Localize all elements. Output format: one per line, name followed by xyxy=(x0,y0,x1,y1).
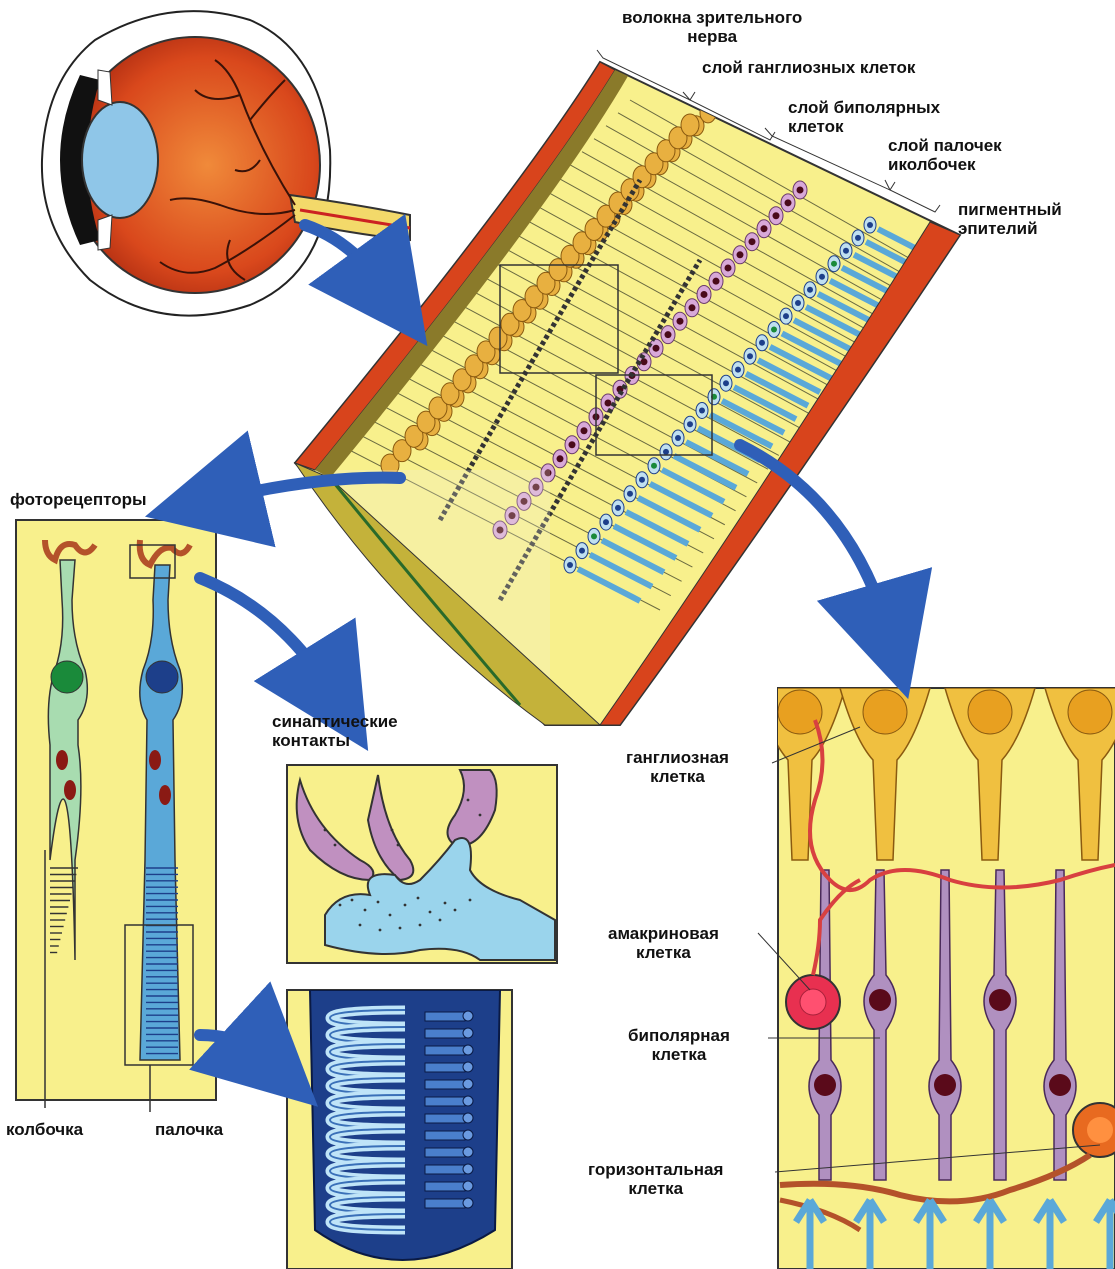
label-ganglion-layer: слой ганглиозных клеток xyxy=(702,58,915,77)
retina-cells-panel xyxy=(755,688,1115,1269)
label-bipolar-layer: слой биполярных клеток xyxy=(788,98,940,136)
label-ganglion-cell: ганглиозная клетка xyxy=(626,748,729,786)
retina-block xyxy=(295,62,960,730)
label-pigment-epithelium: пигментный эпителий xyxy=(958,200,1062,238)
label-photoreceptors: фоторецепторы xyxy=(10,490,147,509)
label-amacrine-cell: амакриновая клетка xyxy=(608,924,719,962)
disc-detail-panel xyxy=(287,990,512,1269)
label-rods-cones-layer: слой палочек иколбочек xyxy=(888,136,1002,174)
photoreceptor-panel xyxy=(16,520,216,1112)
label-optic-fibers: волокна зрительного нерва xyxy=(622,8,802,46)
arrow-to-synapse xyxy=(200,578,330,690)
ganglion-cell-body xyxy=(681,114,699,136)
label-bipolar-cell: биполярная клетка xyxy=(628,1026,730,1064)
eyeball-illustration xyxy=(42,11,410,316)
label-synaptic-contacts: синаптические контакты xyxy=(272,712,398,750)
label-horizontal-cell: горизонтальная клетка xyxy=(588,1160,723,1198)
ganglion-cell-body xyxy=(712,90,728,110)
label-rod: палочка xyxy=(155,1120,223,1139)
label-cone: колбочка xyxy=(6,1120,83,1139)
synapse-detail-panel xyxy=(287,765,557,963)
